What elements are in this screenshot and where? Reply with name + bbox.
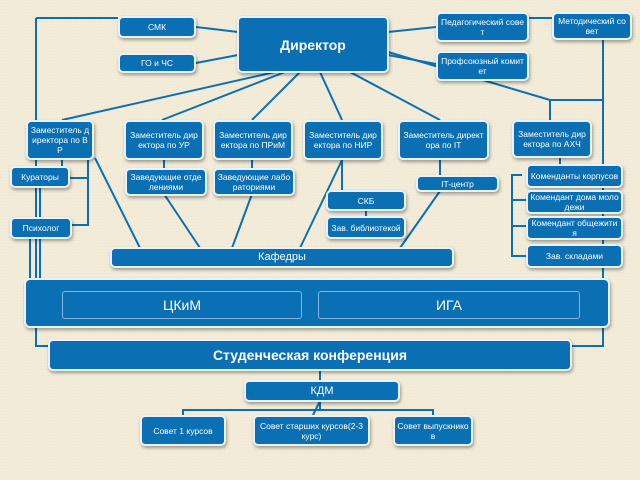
- node-deputy-vr: Заместитель директора по ВР: [26, 120, 94, 160]
- node-deputy-ahch: Заместитель директора по АХЧ: [512, 120, 592, 158]
- node-ckim-label: ЦКиМ: [163, 297, 201, 313]
- node-smk: СМК: [118, 16, 196, 38]
- node-departments: Кафедры: [110, 247, 454, 268]
- node-go-chs-label: ГО и ЧС: [140, 58, 173, 68]
- node-iga-label: ИГА: [435, 297, 463, 313]
- node-kdm-label: КДМ: [310, 384, 334, 397]
- node-trade-union: Профсоюзный комитет: [436, 51, 529, 81]
- node-council-senior-label: Совет старших курсов(2-3 курс): [259, 420, 364, 441]
- node-deputy-it-label: Заместитель директора по IT: [403, 130, 484, 150]
- node-commandant-youth-house: Комендант дома молодежи: [526, 190, 623, 214]
- node-go-chs: ГО и ЧС: [118, 53, 196, 73]
- node-ped-council: Педагогический совет: [436, 12, 529, 42]
- node-curators-label: Кураторы: [21, 172, 59, 182]
- node-director-label: Директор: [280, 36, 346, 53]
- node-smk-label: СМК: [147, 22, 167, 32]
- node-council-senior: Совет старших курсов(2-3 курс): [253, 415, 370, 446]
- node-kdm: КДМ: [244, 380, 400, 402]
- node-warehouse-head: Зав. складами: [526, 244, 623, 268]
- node-curators: Кураторы: [10, 166, 70, 188]
- node-director: Директор: [237, 16, 389, 73]
- node-ckim: ЦКиМ: [62, 291, 302, 319]
- node-deputy-nir-label: Заместитель директора по НИР: [309, 130, 377, 150]
- node-council-first-year-label: Совет 1 курсов: [153, 425, 213, 436]
- node-council-first-year: Совет 1 курсов: [140, 415, 226, 446]
- node-method-council-label: Методический совет: [558, 16, 626, 36]
- node-dept-heads-label: Заведующие отделениями: [130, 172, 202, 192]
- node-commandant-dorm: Комендант общежития: [526, 216, 623, 240]
- node-deputy-ur-label: Заместитель директора по УР: [130, 130, 198, 150]
- node-library-head-label: Зав. библиотекой: [331, 222, 401, 233]
- node-deputy-nir: Заместитель директора по НИР: [303, 120, 383, 160]
- node-deputy-prim: Заместитель директора по ПРиМ: [213, 120, 293, 160]
- node-it-center: IT-центр: [416, 175, 499, 192]
- node-ped-council-label: Педагогический совет: [440, 17, 525, 37]
- node-council-graduates-label: Совет выпускников: [397, 420, 469, 441]
- node-ckim-iga-panel: ЦКиМ ИГА: [24, 278, 610, 328]
- node-deputy-vr-label: Заместитель директора по ВР: [30, 125, 90, 155]
- node-warehouse-head-label: Зав. складами: [545, 251, 604, 261]
- node-deputy-prim-label: Заместитель директора по ПРиМ: [219, 130, 287, 150]
- node-departments-label: Кафедры: [258, 251, 306, 263]
- node-deputy-ahch-label: Заместитель директора по АХЧ: [518, 129, 586, 149]
- node-dept-heads: Заведующие отделениями: [125, 168, 207, 196]
- node-deputy-it: Заместитель директора по IT: [398, 120, 489, 160]
- node-council-graduates: Совет выпускников: [393, 415, 473, 446]
- node-commandants-buildings: Коменданты корпусов: [526, 164, 623, 188]
- node-student-conference: Студенческая конференция: [48, 339, 572, 371]
- node-library-head: Зав. библиотекой: [326, 216, 406, 239]
- node-student-conference-label: Студенческая конференция: [212, 347, 408, 363]
- node-deputy-ur: Заместитель директора по УР: [124, 120, 204, 160]
- node-skb-label: СКБ: [357, 195, 375, 206]
- node-lab-heads: Заведующие лабораториями: [213, 168, 295, 196]
- node-it-center-label: IT-центр: [441, 178, 474, 189]
- node-method-council: Методический совет: [552, 12, 632, 40]
- node-psychologist-label: Психолог: [22, 223, 60, 233]
- node-commandant-dorm-label: Комендант общежития: [531, 218, 618, 238]
- node-skb: СКБ: [326, 190, 406, 211]
- node-trade-union-label: Профсоюзный комитет: [441, 56, 524, 76]
- node-lab-heads-label: Заведующие лабораториями: [217, 172, 291, 192]
- node-commandants-buildings-label: Коменданты корпусов: [530, 171, 619, 181]
- node-iga: ИГА: [318, 291, 580, 319]
- node-psychologist: Психолог: [10, 217, 72, 239]
- node-commandant-youth-house-label: Комендант дома молодежи: [530, 192, 619, 212]
